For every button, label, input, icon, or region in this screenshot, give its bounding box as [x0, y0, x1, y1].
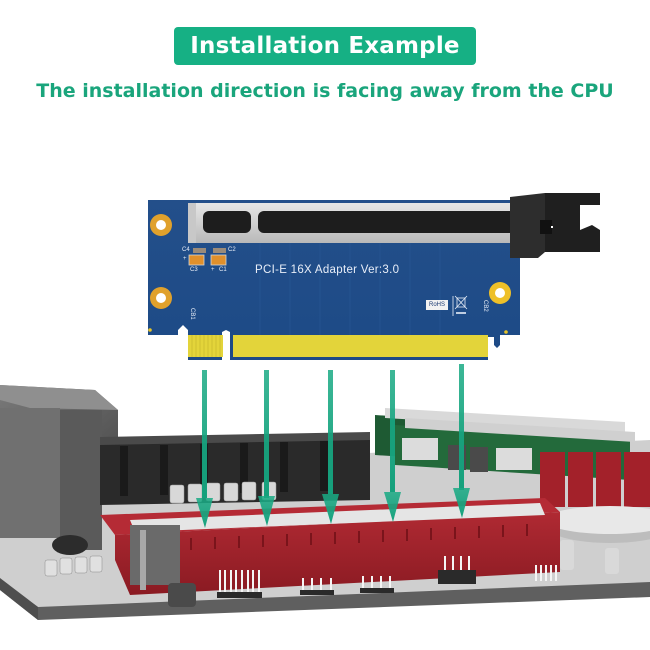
card-capacitors	[188, 248, 227, 266]
down-arrow-icon	[258, 370, 275, 526]
mounting-holes	[150, 214, 511, 309]
cap-label-c4: C4	[182, 247, 190, 253]
pcie-riser-card	[148, 193, 600, 360]
title-banner: Installation Example	[174, 27, 476, 65]
cap-label-c2: C2	[228, 247, 236, 253]
motherboard	[0, 385, 650, 620]
down-arrow-icon	[384, 370, 401, 522]
down-arrow-icon	[453, 364, 470, 518]
gold-contacts-long	[233, 335, 488, 357]
gold-contacts-short	[188, 335, 223, 357]
side-label-cb1: CB1	[189, 308, 195, 320]
subtitle-text: The installation direction is facing awa…	[36, 80, 614, 102]
side-label-cb2: CB2	[482, 300, 488, 312]
insertion-arrows	[196, 364, 470, 528]
plus-mark: +	[211, 267, 215, 273]
down-arrow-icon	[322, 370, 339, 524]
card-model-label: PCI-E 16X Adapter Ver:3.0	[255, 264, 400, 276]
plus-mark: +	[183, 256, 187, 262]
rohs-mark: RoHS	[426, 300, 448, 310]
weee-bin-icon	[454, 295, 468, 314]
down-arrow-icon	[196, 370, 213, 528]
cap-label-c3: C3	[190, 267, 198, 273]
title-text: Installation Example	[190, 33, 460, 59]
cap-label-c1: C1	[219, 267, 227, 273]
card-bracket	[510, 193, 600, 258]
